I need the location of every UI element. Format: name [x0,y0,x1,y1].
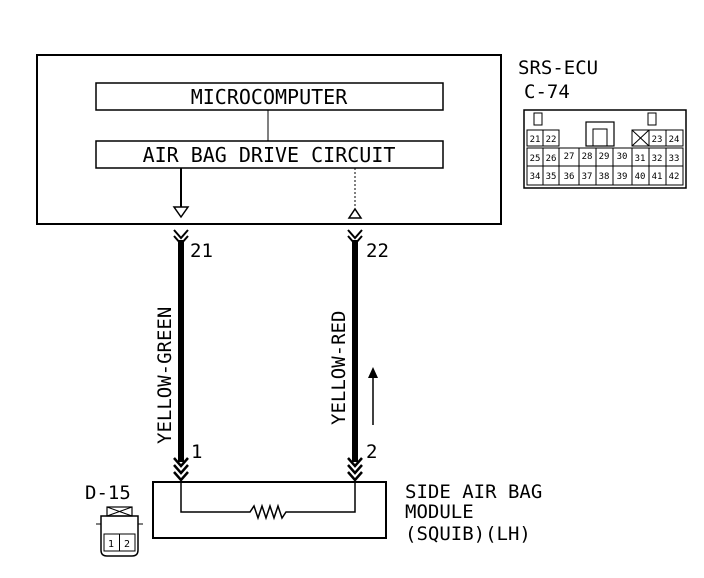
ecu-pin-label: 22 [546,135,557,145]
ecu-name: SRS-ECU [518,57,598,79]
ecu-pin-label: 24 [669,135,680,145]
wire-yellow-red [347,229,363,482]
microcomputer-label: MICROCOMPUTER [191,85,348,109]
ecu-box [36,54,502,225]
ecu-pin-label: 28 [582,152,593,162]
ecu-pin-label: 21 [530,135,541,145]
ecu-pin-21-label: 21 [190,240,213,262]
drive-circuit-label: AIR BAG DRIVE CIRCUIT [143,143,396,167]
output-arrow-21 [172,206,190,219]
ecu-pin-label: 32 [652,154,663,164]
ecu-connector-face: 21 22 23 24 25 26 27 28 29 30 31 32 33 3… [523,109,687,189]
module-name-line3: (SQUIB)(LH) [405,523,531,545]
ecu-pin-label: 31 [635,154,646,164]
input-arrow-22 [347,207,363,219]
ecu-pin-label: 37 [582,172,593,182]
ecu-pin-label: 35 [546,172,557,182]
ecu-pin-label: 29 [599,152,610,162]
wire-color-yellow-red: YELLOW-RED [328,311,350,425]
current-direction-arrowhead [368,367,378,378]
ecu-pin-label: 30 [617,152,628,162]
wire-color-yellow-green: YELLOW-GREEN [154,307,176,444]
module-name-line2: MODULE [405,501,474,523]
module-connector-face: 1 2 [96,506,143,557]
ecu-pin-22-label: 22 [366,240,389,262]
squib-circuit [180,482,356,521]
ecu-pin-label: 39 [617,172,628,182]
ecu-pin-label: 38 [599,172,610,182]
module-connector-code: D-15 [85,482,131,504]
wire-yellow-green [173,229,189,482]
ecu-pin-label: 23 [652,135,663,145]
module-pin-1-label: 1 [191,441,202,463]
ecu-pin-label: 36 [564,172,575,182]
module-box [152,481,387,539]
ecu-pin-label: 41 [652,172,663,182]
microcomputer-block [95,82,444,111]
module-pin-2-label: 2 [366,441,377,463]
ecu-pin-label: 33 [669,154,680,164]
ecu-pin-label: 25 [530,154,541,164]
module-pin-label: 2 [124,539,130,550]
ecu-pin-label: 40 [635,172,646,182]
module-name-line1: SIDE AIR BAG [405,481,542,503]
ecu-pin-label: 27 [564,152,575,162]
module-pin-label: 1 [108,539,114,550]
ecu-connector-code: C-74 [524,81,570,103]
drive-circuit-block [95,140,444,169]
ecu-pin-label: 42 [669,172,680,182]
ecu-pin-label: 26 [546,154,557,164]
ecu-pin-label: 34 [530,172,541,182]
